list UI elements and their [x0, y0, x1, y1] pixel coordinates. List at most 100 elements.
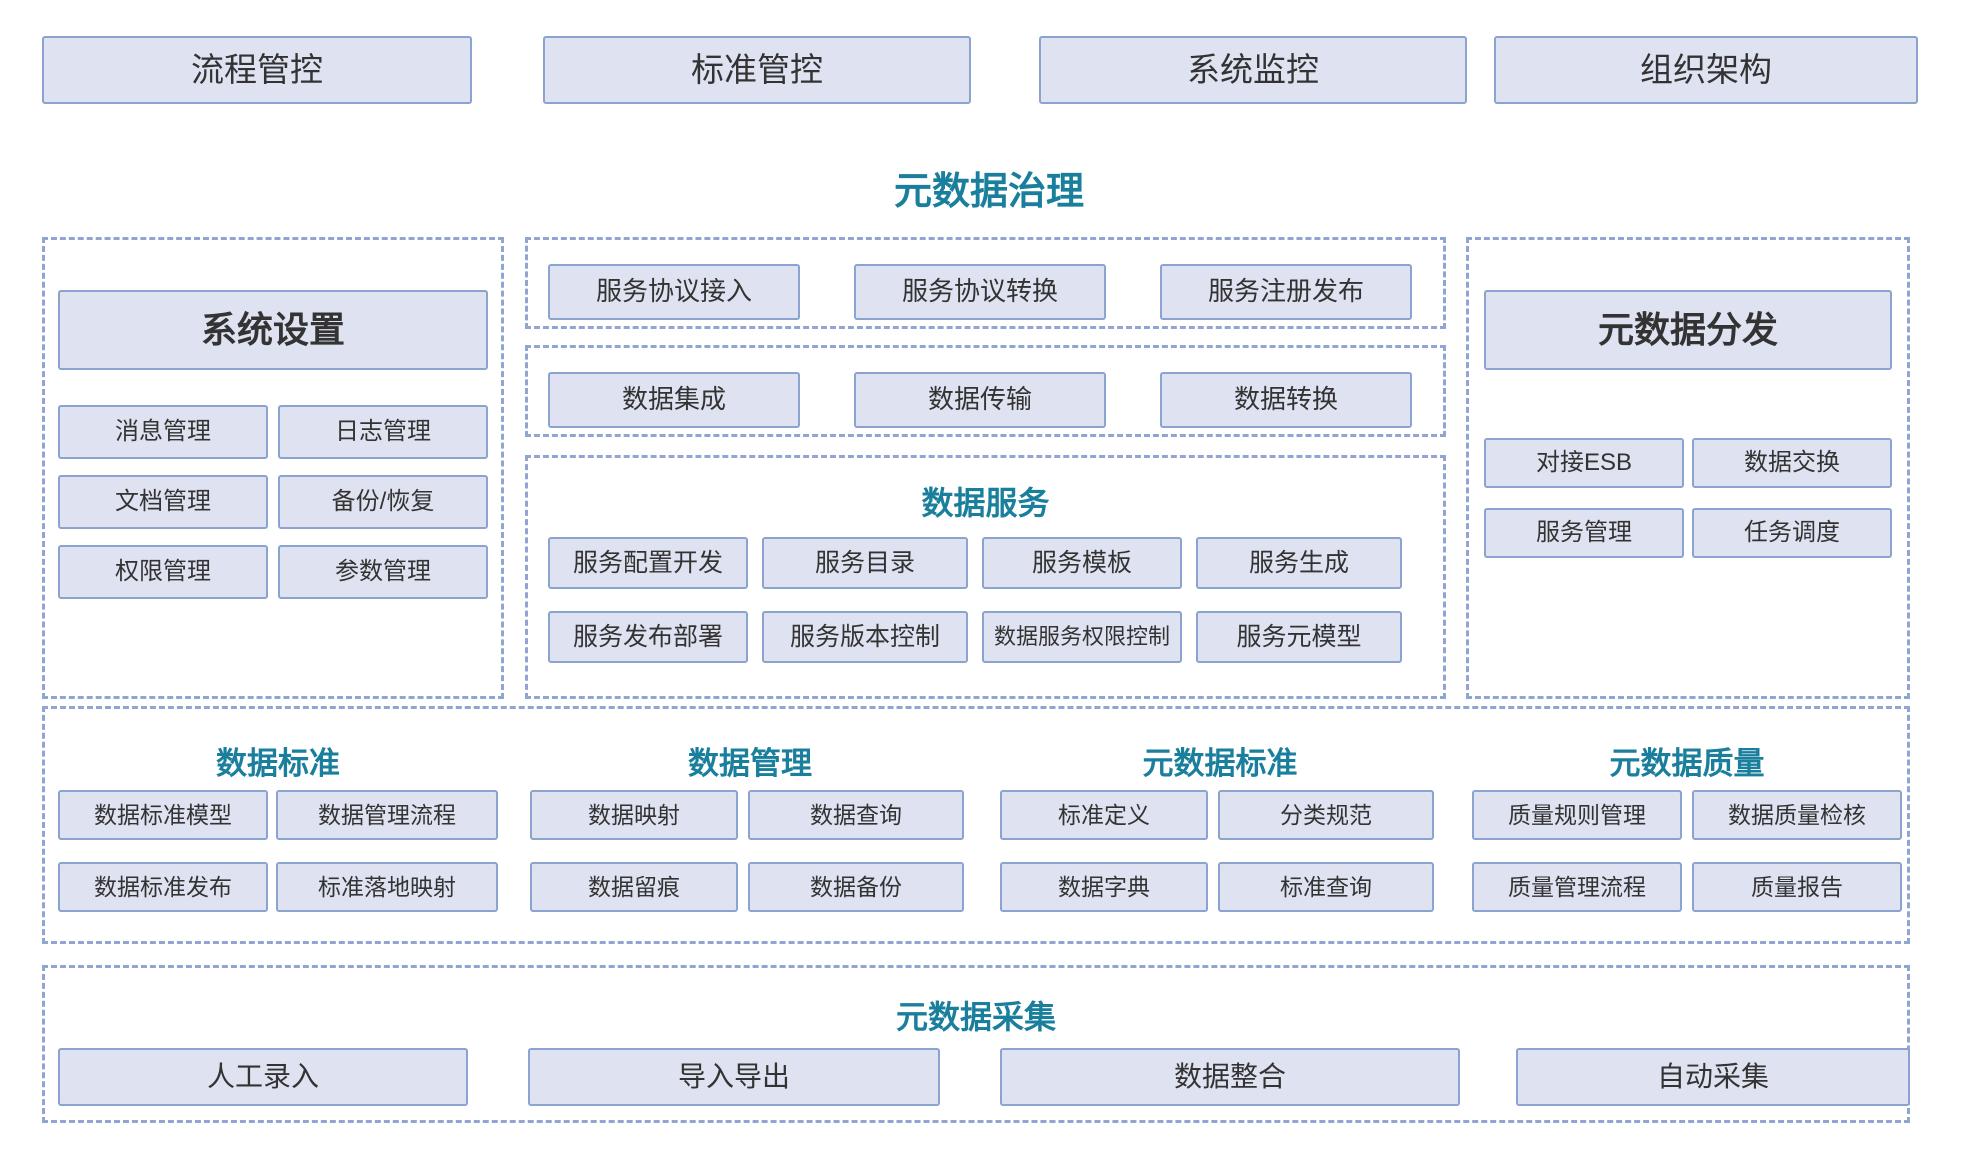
item-label: 数据查询 [810, 801, 902, 828]
top-module-label: 流程管控 [191, 51, 323, 89]
system-settings-item-log[interactable]: 日志管理 [278, 405, 488, 459]
panel-data-service [525, 455, 1446, 699]
service-protocol-item-registration[interactable]: 服务注册发布 [1160, 264, 1412, 320]
data-service-item-meta-model[interactable]: 服务元模型 [1196, 611, 1402, 663]
data-standard-item-landing-mapping[interactable]: 标准落地映射 [276, 862, 498, 912]
metadata-distribution-item-service-mgmt[interactable]: 服务管理 [1484, 508, 1684, 558]
data-integration-item-conversion[interactable]: 数据转换 [1160, 372, 1412, 428]
data-service-item-version-control[interactable]: 服务版本控制 [762, 611, 968, 663]
data-management-item-backup[interactable]: 数据备份 [748, 862, 964, 912]
item-label: 服务模板 [1031, 548, 1132, 577]
data-standard-item-model[interactable]: 数据标准模型 [58, 790, 268, 840]
metadata-quality-item-mgmt-process[interactable]: 质量管理流程 [1472, 862, 1682, 912]
system-settings-item-permission[interactable]: 权限管理 [58, 545, 268, 599]
data-service-item-permission-control[interactable]: 数据服务权限控制 [982, 611, 1182, 663]
data-standard-item-publish[interactable]: 数据标准发布 [58, 862, 268, 912]
item-label: 数据留痕 [588, 873, 680, 900]
metadata-collection-item-auto-collect[interactable]: 自动采集 [1516, 1048, 1910, 1106]
item-label: 标准查询 [1280, 873, 1372, 900]
item-label: 权限管理 [115, 558, 211, 586]
panel-service-protocol [525, 237, 1446, 329]
metadata-standard-item-query[interactable]: 标准查询 [1218, 862, 1434, 912]
item-label: 服务管理 [1536, 519, 1632, 547]
top-module-process-control[interactable]: 流程管控 [42, 36, 472, 104]
item-label: 文档管理 [115, 488, 211, 516]
item-label: 服务协议接入 [595, 276, 752, 307]
item-label: 人工录入 [206, 1060, 319, 1092]
data-service-title: 数据服务 [921, 485, 1050, 521]
top-module-label: 标准管控 [691, 51, 823, 89]
top-module-org-structure[interactable]: 组织架构 [1494, 36, 1918, 104]
item-label: 对接ESB [1535, 449, 1633, 477]
system-settings-item-message[interactable]: 消息管理 [58, 405, 268, 459]
metadata-standard-item-classification[interactable]: 分类规范 [1218, 790, 1434, 840]
top-module-label: 组织架构 [1640, 51, 1772, 89]
data-management-item-query[interactable]: 数据查询 [748, 790, 964, 840]
item-label: 服务版本控制 [789, 622, 940, 651]
item-label: 服务配置开发 [572, 548, 723, 577]
item-label: 数据转换 [1233, 384, 1338, 415]
item-label: 消息管理 [115, 418, 211, 446]
item-label: 质量规则管理 [1508, 801, 1646, 828]
metadata-distribution-item-task-schedule[interactable]: 任务调度 [1692, 508, 1892, 558]
top-module-standard-control[interactable]: 标准管控 [543, 36, 971, 104]
system-settings-item-document[interactable]: 文档管理 [58, 475, 268, 529]
metadata-distribution-item-esb[interactable]: 对接ESB [1484, 438, 1684, 488]
metadata-standard-item-definition[interactable]: 标准定义 [1000, 790, 1208, 840]
item-label: 质量管理流程 [1508, 873, 1646, 900]
system-settings-item-backup-restore[interactable]: 备份/恢复 [278, 475, 488, 529]
item-label: 任务调度 [1744, 519, 1840, 547]
band-title-data-management: 数据管理 [688, 746, 812, 781]
system-settings-title-box[interactable]: 系统设置 [58, 290, 488, 370]
data-management-item-mapping[interactable]: 数据映射 [530, 790, 738, 840]
item-label: 数据备份 [810, 873, 902, 900]
panel-middle-band [42, 706, 1910, 944]
metadata-quality-item-report[interactable]: 质量报告 [1692, 862, 1902, 912]
metadata-collection-item-manual-entry[interactable]: 人工录入 [58, 1048, 468, 1106]
item-label: 数据质量检核 [1728, 801, 1866, 828]
data-management-item-trace[interactable]: 数据留痕 [530, 862, 738, 912]
metadata-distribution-title-box[interactable]: 元数据分发 [1484, 290, 1892, 370]
data-integration-item-transfer[interactable]: 数据传输 [854, 372, 1106, 428]
item-label: 服务协议转换 [901, 276, 1058, 307]
item-label: 数据标准发布 [94, 873, 232, 900]
band-title-metadata-quality: 元数据质量 [1609, 746, 1765, 781]
item-label: 导入导出 [677, 1060, 790, 1092]
metadata-collection-item-import-export[interactable]: 导入导出 [528, 1048, 940, 1106]
band-title-data-standard: 数据标准 [216, 746, 340, 781]
metadata-quality-item-quality-check[interactable]: 数据质量检核 [1692, 790, 1902, 840]
item-label: 数据管理流程 [318, 801, 456, 828]
metadata-quality-item-rule-mgmt[interactable]: 质量规则管理 [1472, 790, 1682, 840]
data-service-item-publish-deploy[interactable]: 服务发布部署 [548, 611, 748, 663]
item-label: 日志管理 [335, 418, 431, 446]
system-settings-item-parameter[interactable]: 参数管理 [278, 545, 488, 599]
service-protocol-item-access[interactable]: 服务协议接入 [548, 264, 800, 320]
metadata-collection-item-data-consolidation[interactable]: 数据整合 [1000, 1048, 1460, 1106]
data-service-item-catalog[interactable]: 服务目录 [762, 537, 968, 589]
item-label: 服务发布部署 [572, 622, 723, 651]
item-label: 数据集成 [621, 384, 726, 415]
item-label: 质量报告 [1751, 873, 1843, 900]
item-label: 服务注册发布 [1207, 276, 1364, 307]
panel-metadata-distribution [1466, 237, 1910, 699]
item-label: 分类规范 [1280, 801, 1372, 828]
system-settings-title: 系统设置 [200, 309, 345, 351]
service-protocol-item-conversion[interactable]: 服务协议转换 [854, 264, 1106, 320]
metadata-standard-item-dictionary[interactable]: 数据字典 [1000, 862, 1208, 912]
diagram-main-title: 元数据治理 [893, 171, 1084, 213]
item-label: 标准定义 [1058, 801, 1150, 828]
item-label: 服务生成 [1248, 548, 1349, 577]
top-module-system-monitor[interactable]: 系统监控 [1039, 36, 1467, 104]
metadata-collection-title: 元数据采集 [895, 999, 1056, 1035]
panel-system-settings [42, 237, 504, 699]
item-label: 服务元模型 [1236, 622, 1362, 651]
data-service-item-template[interactable]: 服务模板 [982, 537, 1182, 589]
metadata-distribution-title: 元数据分发 [1597, 309, 1778, 351]
panel-data-integration [525, 345, 1446, 437]
data-service-item-generation[interactable]: 服务生成 [1196, 537, 1402, 589]
data-service-item-config-dev[interactable]: 服务配置开发 [548, 537, 748, 589]
data-integration-item-integration[interactable]: 数据集成 [548, 372, 800, 428]
metadata-distribution-item-data-exchange[interactable]: 数据交换 [1692, 438, 1892, 488]
data-standard-item-mgmt-process[interactable]: 数据管理流程 [276, 790, 498, 840]
